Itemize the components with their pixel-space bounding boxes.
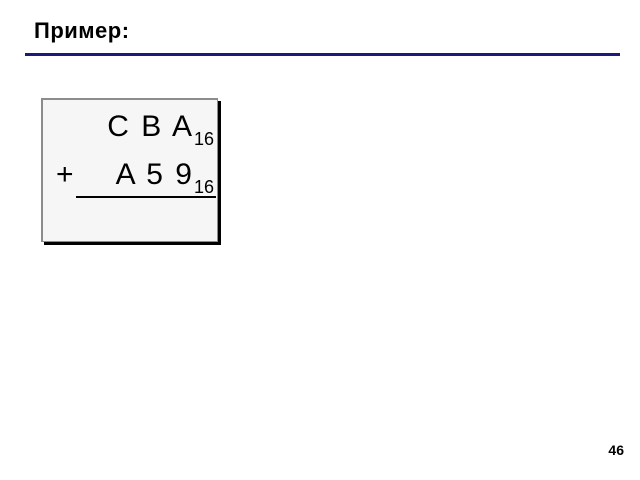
second-operand-digits: A 5 9 [115,158,194,191]
title-underline [25,53,620,56]
first-operand: C B A16 [107,110,214,149]
second-operand: A 5 916 [115,158,214,197]
slide-title: Пример: [34,18,130,43]
first-operand-digits: C B A [107,110,194,143]
second-operand-base: 16 [193,177,214,197]
page-number: 46 [608,442,624,458]
addition-example-box: C B A16 + A 5 916 [41,98,218,242]
sum-line [76,196,216,198]
plus-sign: + [56,158,74,191]
first-operand-base: 16 [193,129,214,149]
